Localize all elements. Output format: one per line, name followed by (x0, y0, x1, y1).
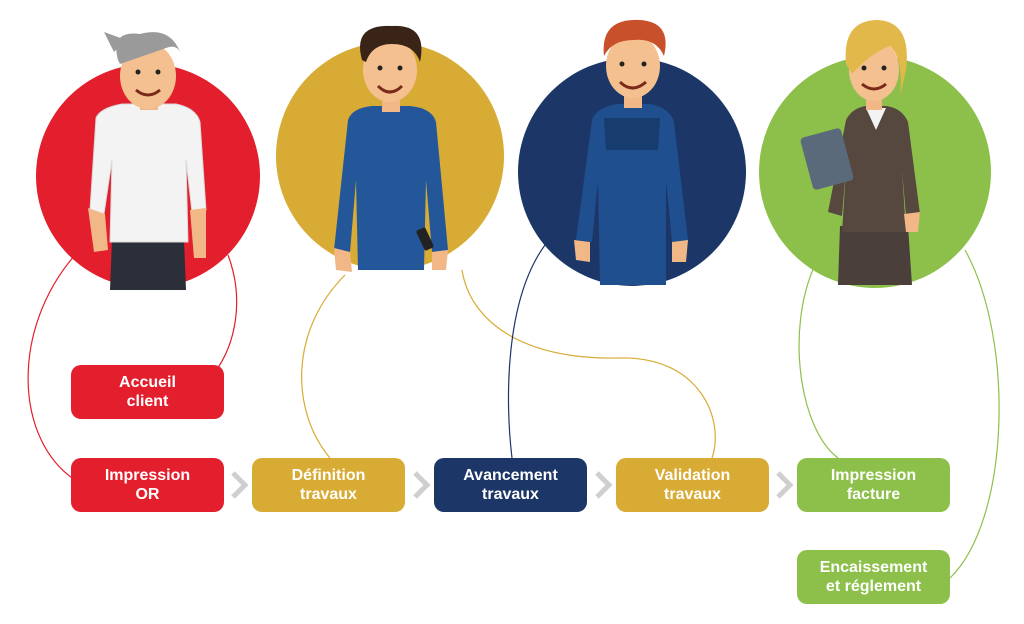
character-receptionist (88, 32, 207, 290)
chevron-right-icon (776, 471, 794, 499)
connector-gold-2 (461, 269, 716, 459)
connector-green-2 (949, 249, 1000, 579)
step-definition-travaux: Définition travaux (252, 458, 405, 512)
character-mechanic (574, 19, 688, 285)
chevron-right-icon (413, 471, 431, 499)
step-impression-or: Impression OR (71, 458, 224, 512)
step-encaissement-reglement: Encaissement et réglement (797, 550, 950, 604)
step-validation-travaux: Validation travaux (616, 458, 769, 512)
connector-red-2 (214, 254, 238, 373)
character-technician (334, 25, 448, 272)
step-avancement-travaux: Avancement travaux (434, 458, 587, 512)
character-accountant (800, 20, 920, 285)
chevron-right-icon (595, 471, 613, 499)
connector-gold (301, 274, 346, 459)
connector-green (798, 264, 839, 459)
connector-navy (507, 244, 546, 459)
step-impression-facture: Impression facture (797, 458, 950, 512)
connector-red (27, 254, 76, 481)
step-accueil-client: Accueil client (71, 365, 224, 419)
chevron-right-icon (231, 471, 249, 499)
